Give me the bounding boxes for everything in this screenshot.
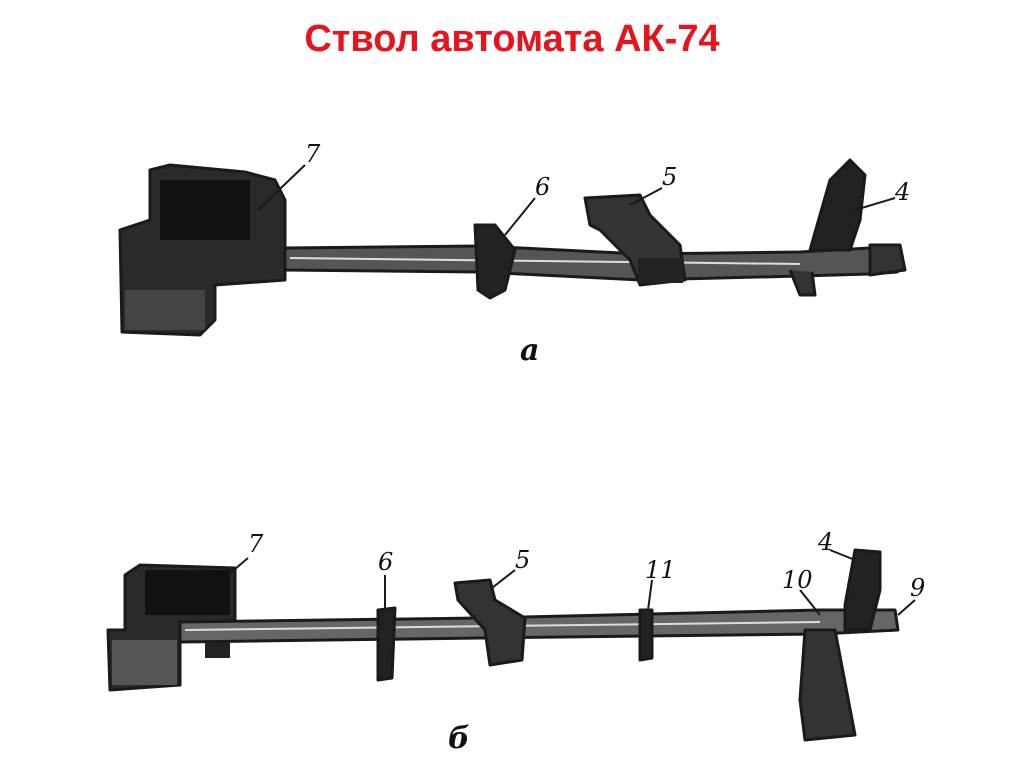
barrel-b-svg: 7 6 5 11 10 4 9 б	[106, 530, 925, 756]
label-9-b: 9	[910, 574, 925, 602]
slide-title: Ствол автомата АК-74	[304, 18, 720, 60]
barrel-drawing-b: 7 6 5 11 10 4 9 б	[0, 530, 1024, 765]
gas-block-b	[453, 578, 527, 667]
ring-6	[376, 606, 397, 682]
ring-11	[638, 608, 654, 662]
caption-a: а	[520, 333, 539, 368]
caption-b: б	[448, 721, 470, 756]
label-4: 4	[894, 178, 910, 206]
label-7: 7	[305, 140, 321, 168]
bayonet-lug	[798, 628, 857, 742]
label-10-b: 10	[782, 566, 813, 594]
label-4-b: 4	[817, 530, 833, 556]
label-6-b: 6	[378, 548, 393, 576]
label-5: 5	[662, 163, 677, 191]
front-sight	[808, 158, 867, 252]
front-sight-b	[843, 548, 882, 632]
barrel-drawing-a: 7 6 5 4 а	[0, 140, 1024, 380]
barrel-a-svg: 7 6 5 4 а	[118, 140, 910, 368]
handguard-ring	[473, 223, 517, 300]
label-5-b: 5	[515, 546, 530, 574]
label-6: 6	[535, 173, 550, 201]
label-11-b: 11	[645, 556, 676, 584]
label-7-b: 7	[248, 530, 264, 558]
